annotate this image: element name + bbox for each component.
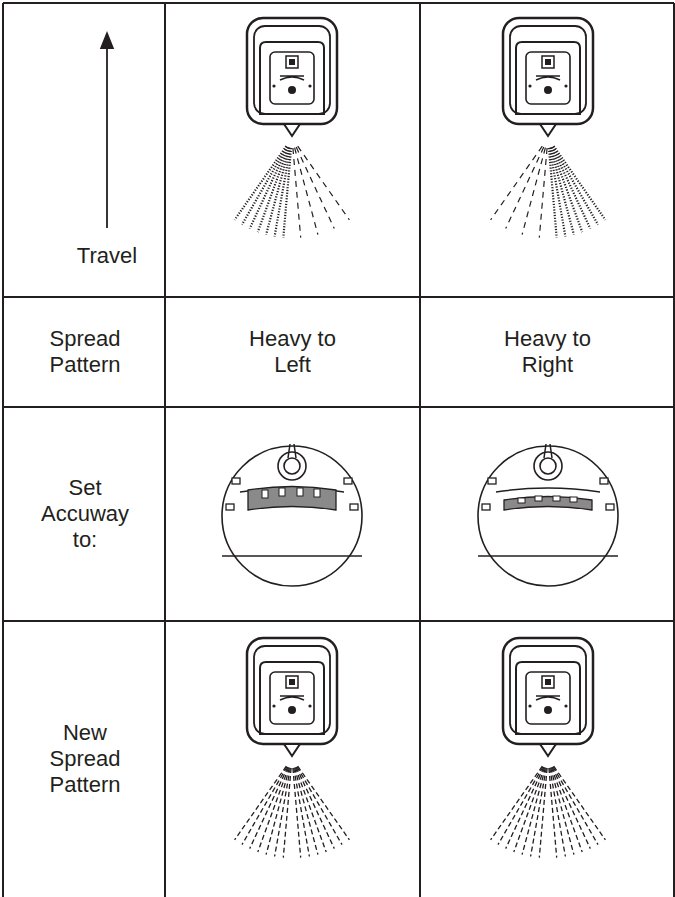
table-grid [3, 3, 674, 897]
cell-text: New Spread Pattern [30, 720, 140, 798]
cell-text: Spread Pattern [30, 326, 140, 378]
row-header: Set Accuway to: [8, 410, 162, 618]
accuway-dial-high [222, 444, 362, 586]
spreader-even-left-col [235, 638, 350, 858]
row-header: Travel [55, 236, 159, 276]
spreader-heavy-right [491, 18, 606, 238]
row-header: Spread Pattern [8, 300, 162, 404]
accuway-dial-low [478, 444, 618, 586]
cell-text: Heavy to Left [238, 326, 348, 378]
cell-text: Set Accuway to: [30, 475, 140, 553]
travel-arrow [106, 40, 108, 228]
cell-text: Heavy to Right [493, 326, 603, 378]
table-cell: Heavy to Left [168, 300, 417, 404]
spreader-even-right-col [491, 638, 606, 858]
spreader-heavy-left [235, 18, 350, 238]
cell-text: Travel [77, 243, 137, 269]
table-cell: Heavy to Right [423, 300, 672, 404]
row-header: New Spread Pattern [8, 624, 162, 894]
